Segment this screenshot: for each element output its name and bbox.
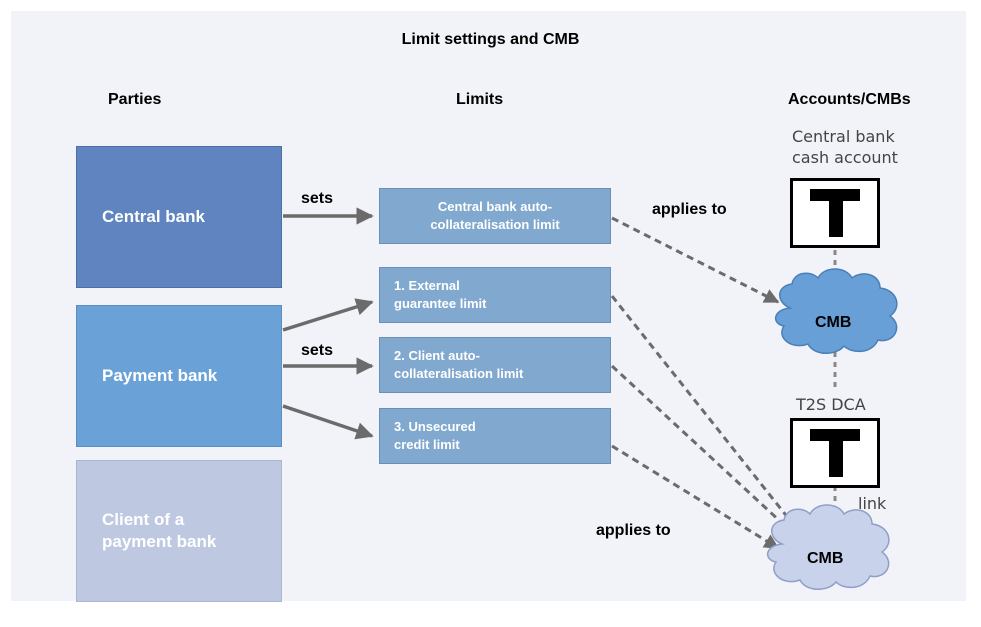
dashed-external-to-cmb-bottom (610, 295, 802, 535)
arrow-pb-to-external-guarantee (282, 298, 374, 332)
limit-central-bank-auto-label: Central bank auto- collateralisation lim… (430, 199, 560, 232)
party-client-label: Client of a payment bank (102, 509, 217, 551)
limit-central-bank-auto-collateralisation: Central bank auto- collateralisation lim… (379, 188, 611, 244)
header-limits: Limits (456, 91, 504, 108)
dashed-cb-auto-to-cmb-top (611, 216, 780, 304)
t-account-icon (790, 418, 880, 488)
t-account-icon (790, 178, 880, 248)
dashed-unsecured-to-cmb-bottom (611, 444, 780, 550)
limit-client-auto-label: 2. Client auto- collateralisation limit (394, 348, 524, 381)
diagram-title: Limit settings and CMB (401, 31, 580, 48)
limit-unsecured-credit: 3. Unsecured credit limit (379, 408, 611, 464)
label-applies-to-top: applies to (652, 201, 727, 218)
cb-cash-account-label: Central bank cash account (792, 127, 898, 167)
limit-external-guarantee-label: 1. External guarantee limit (394, 278, 487, 311)
link-label: link (858, 494, 887, 513)
arrow-pb-to-unsecured (282, 404, 374, 440)
limit-client-auto-collateralisation: 2. Client auto- collateralisation limit (379, 337, 611, 393)
party-central-bank: Central bank (76, 146, 282, 288)
header-parties: Parties (108, 91, 162, 108)
party-client: Client of a payment bank (76, 460, 282, 602)
dashed-client-auto-to-cmb-bottom (610, 364, 797, 537)
cmb-bottom-cloud (767, 504, 890, 590)
limit-unsecured-credit-label: 3. Unsecured credit limit (394, 419, 476, 452)
header-accounts: Accounts/CMBs (788, 91, 911, 108)
label-sets-payment: sets (301, 342, 334, 359)
label-sets-central: sets (301, 190, 334, 207)
cmb-bottom-label: CMB (807, 550, 844, 567)
cmb-top-cloud (775, 268, 898, 354)
cmb-top-label: CMB (815, 314, 852, 331)
party-central-bank-label: Central bank (102, 206, 205, 226)
t2s-dca-label: T2S DCA (796, 395, 866, 414)
label-applies-to-bottom: applies to (596, 522, 671, 539)
party-payment-bank: Payment bank (76, 305, 282, 447)
party-payment-bank-label: Payment bank (102, 365, 218, 385)
limit-external-guarantee: 1. External guarantee limit (379, 267, 611, 323)
